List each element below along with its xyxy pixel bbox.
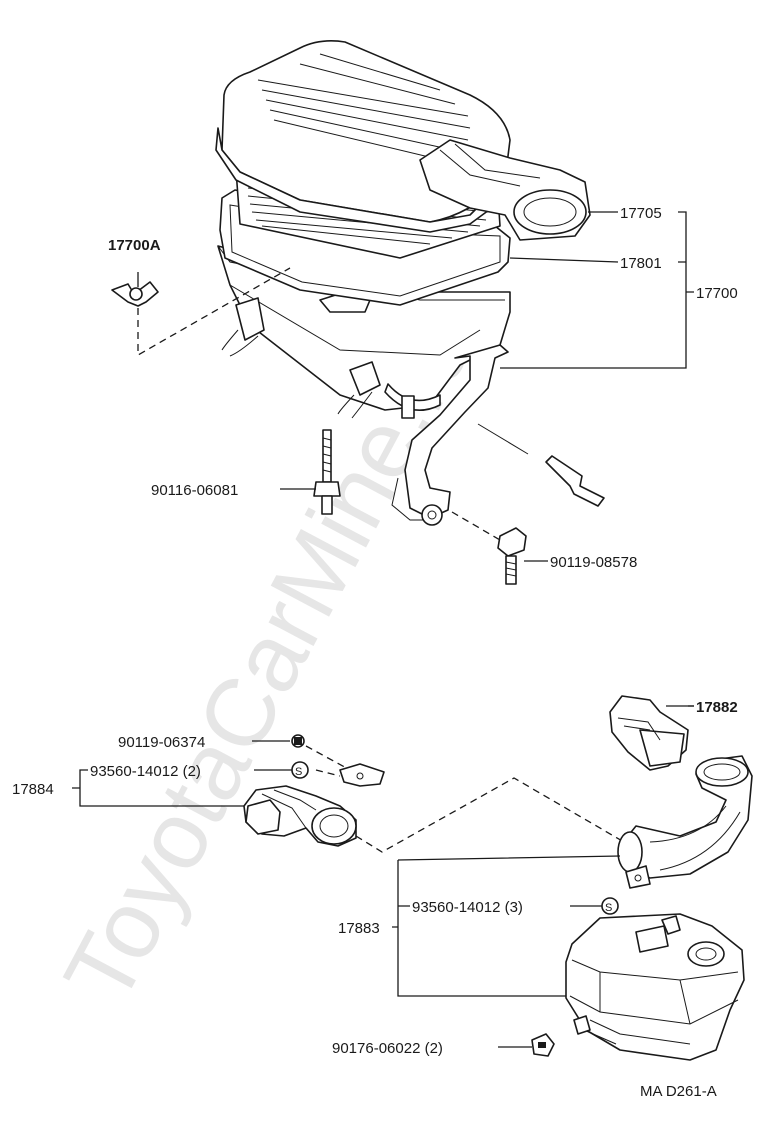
clamp-bracket (339, 763, 385, 787)
washer-symbol-2: S (601, 897, 619, 915)
label-17700: 17700 (696, 285, 738, 302)
diagram-code: MA D261-A (640, 1083, 717, 1100)
label-93560-14012-2: 93560-14012 (2) (90, 763, 201, 780)
resonator-box (565, 913, 745, 1061)
elbow-duct-17884 (243, 785, 357, 847)
stud-bolt-90116 (313, 429, 341, 515)
label-90119-06374: 90119-06374 (118, 734, 205, 751)
label-17700A: 17700A (108, 237, 161, 254)
svg-text:S: S (295, 766, 302, 778)
wing-nut-17700A (111, 281, 159, 307)
label-90119-08578: 90119-08578 (550, 554, 637, 571)
label-90176-06022: 90176-06022 (2) (332, 1040, 443, 1057)
duct-routing-dashed (355, 777, 625, 853)
label-90116-06081: 90116-06081 (151, 482, 238, 499)
cap-ribs (257, 53, 471, 163)
hose-pipe-17883 (617, 755, 753, 889)
bracket-17883 (392, 855, 621, 997)
svg-text:S: S (605, 902, 612, 914)
leader-17801 (509, 257, 619, 263)
label-17882: 17882 (696, 699, 738, 716)
air-cleaner-assembly (215, 40, 591, 526)
label-93560-14012-3: 93560-14012 (3) (412, 899, 523, 916)
wing-nut-dashed-leader (137, 267, 291, 357)
inlet-17882 (609, 695, 689, 771)
bolt-90119-06374 (291, 734, 305, 748)
bolt-90119-08578 (497, 527, 527, 585)
label-17883: 17883 (338, 920, 380, 937)
label-17705: 17705 (620, 205, 662, 222)
label-17884: 17884 (12, 781, 54, 798)
bracket-17884 (72, 769, 244, 807)
hose-fitting (545, 455, 605, 507)
clip-90176 (531, 1033, 555, 1057)
label-17801: 17801 (620, 255, 662, 272)
washer-symbol-1: S (291, 761, 309, 779)
case-bracket (404, 344, 509, 519)
bracket-17700 (500, 211, 694, 369)
